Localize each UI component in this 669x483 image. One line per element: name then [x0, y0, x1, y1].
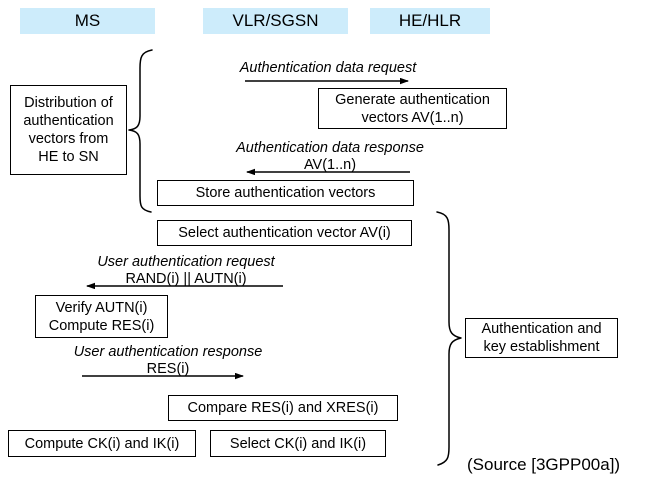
- source-attribution: (Source [3GPP00a]): [467, 455, 620, 475]
- note-line: Authentication and: [481, 321, 602, 337]
- message-label-text: User authentication response: [73, 344, 263, 360]
- lifeline-header-vlr-sgsn-label: VLR/SGSN: [232, 11, 319, 30]
- note-line: vectors from: [28, 131, 109, 147]
- action-line: vectors AV(1..n): [361, 109, 464, 126]
- action-compare-res-and-xres: Compare RES(i) and XRES(i): [168, 395, 398, 421]
- action-line: Compute CK(i) and IK(i): [24, 435, 180, 452]
- action-line: Generate authentication: [335, 91, 490, 108]
- action-line: Verify AUTN(i): [55, 299, 148, 316]
- left-brace: [128, 49, 153, 213]
- message-sublabel-text: RES(i): [146, 361, 190, 377]
- action-line: Select authentication vector AV(i): [178, 225, 391, 241]
- action-line: Select CK(i) and IK(i): [229, 435, 367, 452]
- message-sublabel-user-auth-request: RAND(i) || AUTN(i): [86, 271, 286, 288]
- note-authentication-and-key-establishment: Authentication and key establishment: [465, 318, 618, 358]
- message-label-text: Authentication data request: [239, 60, 417, 76]
- lifeline-header-ms: MS: [20, 8, 155, 34]
- message-label-user-auth-response: User authentication response: [62, 344, 274, 361]
- action-generate-authentication-vectors: Generate authentication vectors AV(1..n): [318, 88, 507, 129]
- message-sublabel-user-auth-response: RES(i): [62, 361, 274, 378]
- message-label-text: Authentication data response: [236, 140, 424, 156]
- message-label-auth-data-response: Authentication data response: [226, 140, 434, 157]
- note-line: key establishment: [483, 339, 600, 355]
- message-label-auth-data-request: Authentication data request: [228, 60, 428, 77]
- action-select-ck-and-ik: Select CK(i) and IK(i): [210, 430, 386, 457]
- message-label-user-auth-request: User authentication request: [86, 254, 286, 271]
- lifeline-header-he-hlr-label: HE/HLR: [398, 11, 462, 30]
- message-sublabel-text: AV(1..n): [303, 157, 357, 173]
- note-line: Distribution of: [24, 95, 113, 111]
- lifeline-header-ms-label: MS: [74, 11, 101, 30]
- action-line: Compare RES(i) and XRES(i): [187, 400, 379, 416]
- action-compute-ck-and-ik: Compute CK(i) and IK(i): [8, 430, 196, 457]
- message-sublabel-auth-data-response: AV(1..n): [226, 157, 434, 174]
- action-select-authentication-vector: Select authentication vector AV(i): [157, 220, 412, 246]
- action-verify-autn-compute-res: Verify AUTN(i) Compute RES(i): [35, 295, 168, 338]
- note-line: authentication: [23, 113, 114, 129]
- lifeline-header-he-hlr: HE/HLR: [370, 8, 490, 34]
- right-brace: [436, 211, 462, 466]
- lifeline-header-vlr-sgsn: VLR/SGSN: [203, 8, 348, 34]
- action-store-authentication-vectors: Store authentication vectors: [157, 180, 414, 206]
- note-line: HE to SN: [38, 149, 99, 165]
- source-attribution-text: (Source [3GPP00a]): [467, 455, 621, 474]
- action-line: Store authentication vectors: [195, 185, 376, 201]
- note-distribution-of-auth-vectors: Distribution of authentication vectors f…: [10, 85, 127, 175]
- action-line: Compute RES(i): [48, 317, 155, 334]
- message-sublabel-text: RAND(i) || AUTN(i): [125, 271, 247, 287]
- message-label-text: User authentication request: [97, 254, 275, 270]
